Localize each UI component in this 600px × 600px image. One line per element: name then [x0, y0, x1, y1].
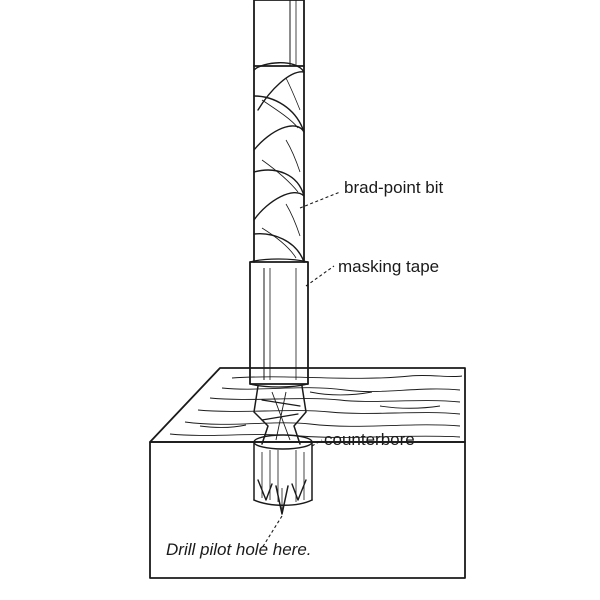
bit-flutes	[253, 62, 305, 263]
brad-point-drill-bit	[249, 0, 309, 515]
label-brad-point-bit: brad-point bit	[344, 178, 444, 197]
counterbore-hole	[253, 434, 313, 506]
leader-masking-tape	[305, 265, 335, 287]
block-front-face	[149, 441, 466, 579]
wood-grain-lines	[169, 374, 463, 438]
leader-counterbore	[311, 439, 323, 447]
label-pilot-hole: Drill pilot hole here.	[166, 540, 312, 559]
bit-shank	[253, 0, 305, 67]
leader-brad-point-bit	[299, 191, 341, 209]
leader-pilot-hole	[261, 515, 283, 549]
label-masking-tape: masking tape	[338, 257, 439, 276]
bit-brad-point	[257, 479, 307, 515]
masking-tape-band	[249, 258, 309, 388]
bit-cutting-spurs	[253, 385, 307, 445]
label-counterbore: counterbore	[324, 430, 415, 449]
wood-block	[149, 367, 466, 579]
